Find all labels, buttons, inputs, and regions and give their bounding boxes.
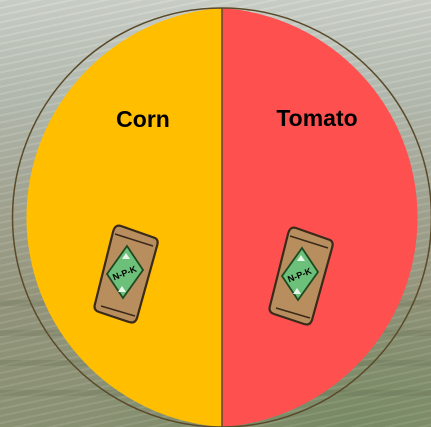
tomato-label: Tomato <box>276 105 358 131</box>
corn-label: Corn <box>116 106 170 132</box>
corn-choice-slice[interactable] <box>26 8 223 427</box>
tomato-choice-slice[interactable] <box>222 8 418 427</box>
